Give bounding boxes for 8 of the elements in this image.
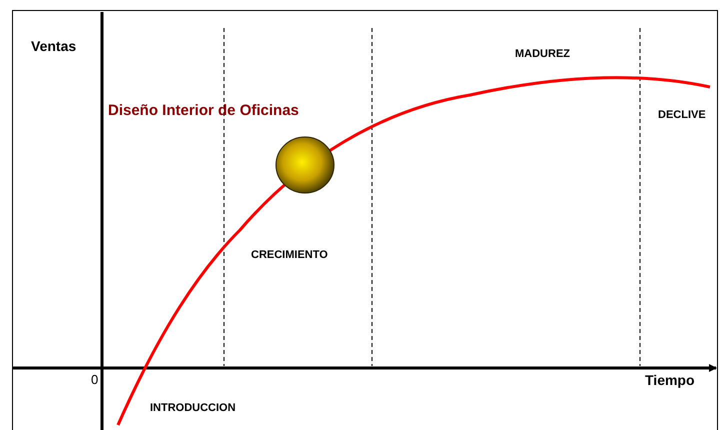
tick-label: 0: [91, 373, 98, 386]
stage-label: DECLIVE: [658, 110, 706, 121]
axis-label: Ventas: [31, 39, 76, 53]
stage-label: INTRODUCCION: [150, 403, 236, 414]
stage-label: CRECIMIENTO: [251, 250, 328, 261]
axis-label: Tiempo: [645, 373, 695, 387]
chart-title-text: Diseño Interior de Oficinas: [108, 103, 299, 118]
stage-label: MADUREZ: [515, 49, 570, 60]
